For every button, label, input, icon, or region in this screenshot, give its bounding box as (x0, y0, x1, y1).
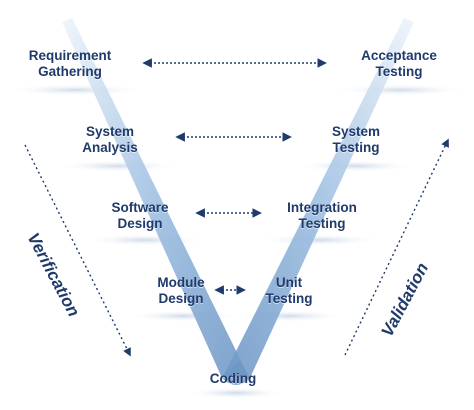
stage-shadow (5, 84, 145, 96)
stage-shadow (56, 160, 180, 172)
stage-shadow (186, 387, 286, 399)
stage-shadow (235, 310, 345, 322)
stage-requirement-gathering: Requirement Gathering (28, 48, 112, 79)
v-left-arm (62, 18, 248, 378)
stage-shadow (258, 234, 382, 246)
stage-shadow (128, 310, 238, 322)
stage-module-design: Module Design (157, 275, 205, 306)
v-bottom (222, 360, 250, 385)
verification-arrow (24, 144, 131, 357)
stage-system-testing: System Testing (331, 124, 381, 155)
v-right-arm (224, 18, 414, 378)
stage-system-analysis: System Analysis (82, 124, 138, 155)
stage-acceptance-testing: Acceptance Testing (361, 48, 437, 79)
stage-shadow (293, 160, 417, 172)
stage-unit-testing: Unit Testing (265, 275, 313, 306)
stage-shadow (330, 84, 470, 96)
stage-integration-testing: Integration Testing (287, 200, 357, 231)
stage-coding: Coding (209, 371, 257, 386)
stage-shadow (83, 234, 207, 246)
stage-software-design: Software Design (111, 200, 169, 231)
